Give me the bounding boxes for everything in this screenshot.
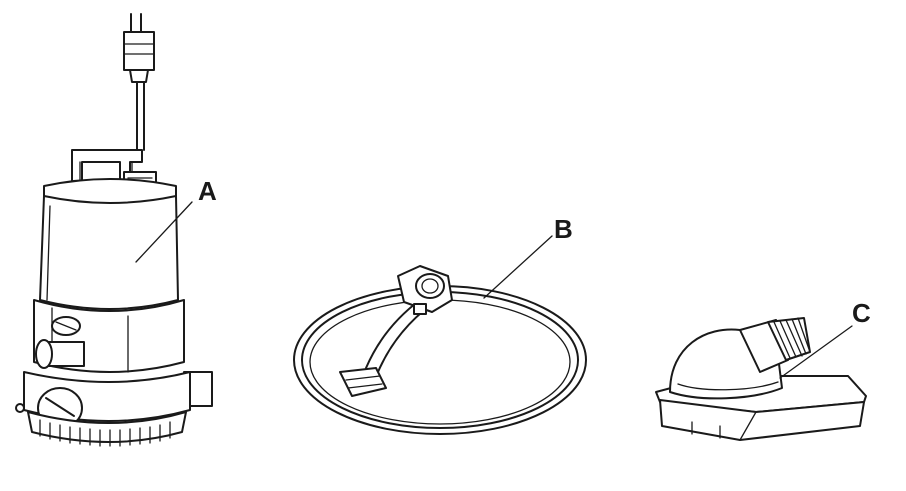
intake-slots <box>39 419 171 447</box>
base-adapter <box>655 317 867 441</box>
label-b: B <box>554 214 573 244</box>
motor-housing <box>39 195 179 310</box>
hose-coupling-upper <box>397 265 453 315</box>
hose-coupling-lower <box>339 367 387 397</box>
adjust-knob <box>51 316 81 336</box>
power-plug <box>123 13 155 83</box>
label-c: C <box>852 298 871 328</box>
pump-outlet <box>35 339 85 369</box>
power-cord <box>136 81 145 151</box>
leader-line-b <box>483 235 553 299</box>
leader-line-a <box>135 201 193 263</box>
intake-screen <box>27 411 187 443</box>
label-a: A <box>198 176 217 206</box>
pump-unit <box>15 13 213 447</box>
leader-line-c <box>779 325 853 379</box>
